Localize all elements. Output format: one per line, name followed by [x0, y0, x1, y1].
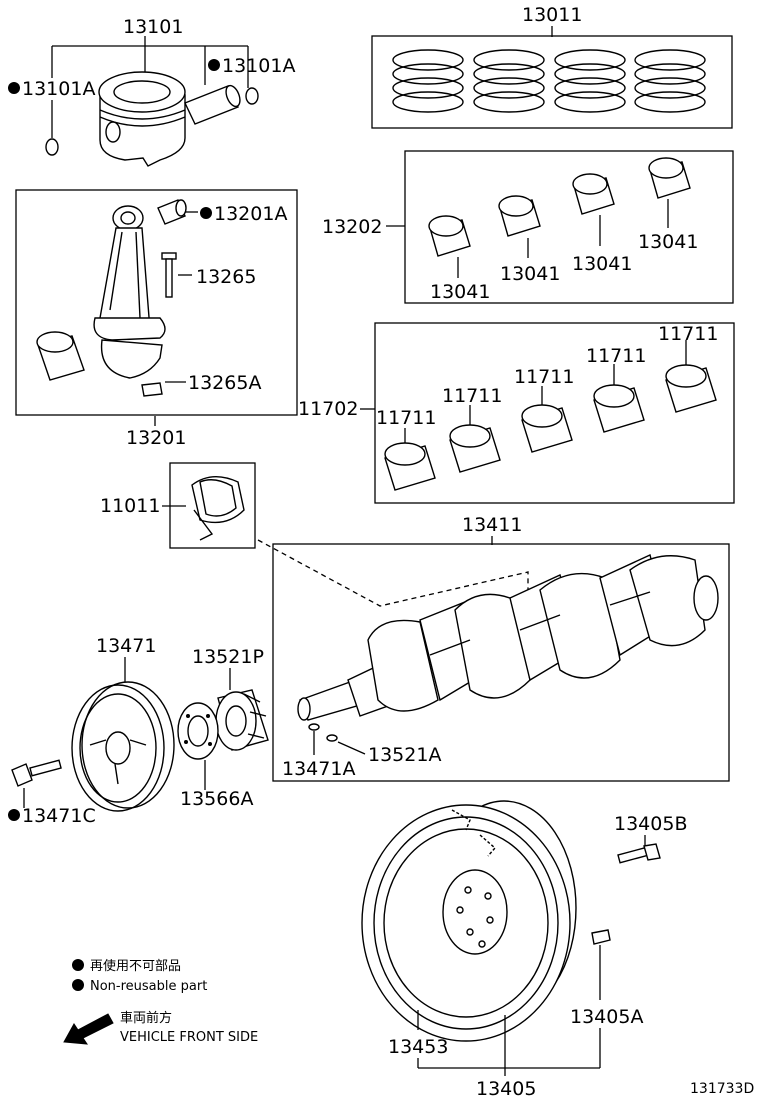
bushing-drawing[interactable]: [157, 199, 187, 225]
part-label-11711-4[interactable]: 11711: [586, 345, 646, 367]
piston-ring-box: [371, 35, 733, 129]
pulley-bolt-drawing[interactable]: [11, 759, 62, 787]
key-13521a-drawing[interactable]: [326, 734, 338, 742]
part-label-13041-4[interactable]: 13041: [638, 231, 698, 253]
crankshaft-drawing[interactable]: [297, 554, 719, 721]
part-label-13405[interactable]: 13405: [476, 1078, 536, 1100]
gear-plate-drawing[interactable]: [177, 702, 219, 760]
legend-nonreusable-jp: 再使用不可部品: [90, 958, 181, 974]
rod-bolt-drawing[interactable]: [161, 252, 177, 298]
part-label-13521a[interactable]: 13521A: [368, 744, 441, 766]
part-label-11711-3[interactable]: 11711: [514, 366, 574, 388]
crankshaft-pulley-drawing[interactable]: [71, 681, 175, 812]
part-label-13101[interactable]: 13101: [123, 16, 183, 38]
connecting-rod-drawing[interactable]: [93, 205, 166, 379]
non-reusable-dot: [208, 59, 220, 71]
part-label-13041-3[interactable]: 13041: [572, 253, 632, 275]
part-label-13521p[interactable]: 13521P: [192, 646, 264, 668]
key-13471a-drawing[interactable]: [308, 723, 320, 731]
part-label-13041-1[interactable]: 13041: [430, 281, 490, 303]
crankshaft-box: [272, 543, 730, 782]
non-reusable-dot: [8, 809, 20, 821]
piston-group: [51, 36, 249, 138]
connecting-rod-box: [15, 189, 298, 416]
rod-bearing-drawing[interactable]: [36, 331, 85, 381]
non-reusable-dot: [200, 207, 212, 219]
part-label-13566a[interactable]: 13566A: [180, 788, 253, 810]
front-arrow-icon: [63, 1013, 114, 1045]
part-label-13453[interactable]: 13453: [388, 1036, 448, 1058]
part-label-13201a[interactable]: 13201A: [214, 203, 287, 225]
flywheel-bolt-drawing[interactable]: [617, 843, 661, 864]
thrust-washer-drawing[interactable]: [191, 476, 245, 541]
part-label-11702[interactable]: 11702: [298, 398, 358, 420]
part-label-11011[interactable]: 11011: [100, 495, 160, 517]
diagram-ref-number: 131733D: [690, 1081, 754, 1097]
non-reusable-dot: [72, 959, 84, 971]
part-label-13471c[interactable]: 13471C: [22, 805, 96, 827]
piston-drawing[interactable]: [98, 71, 186, 167]
part-label-13011[interactable]: 13011: [522, 4, 582, 26]
rod-nut-drawing[interactable]: [141, 382, 163, 397]
part-label-13101a-left[interactable]: 13101A: [22, 78, 95, 100]
snap-ring-left[interactable]: [45, 138, 59, 156]
non-reusable-dot: [8, 82, 20, 94]
part-label-11711-2[interactable]: 11711: [442, 385, 502, 407]
rod-bearing-set-drawing[interactable]: [428, 157, 691, 257]
part-label-13405b[interactable]: 13405B: [614, 813, 687, 835]
part-label-13101a-right[interactable]: 13101A: [222, 55, 295, 77]
snap-ring-right[interactable]: [245, 87, 259, 105]
flywheel-drawing[interactable]: [361, 800, 577, 1042]
non-reusable-dot: [72, 979, 84, 991]
timing-gear-drawing[interactable]: [215, 689, 269, 751]
part-label-13041-2[interactable]: 13041: [500, 263, 560, 285]
part-label-13265[interactable]: 13265: [196, 266, 256, 288]
main-bearing-set-drawing[interactable]: [384, 364, 717, 491]
part-label-13405a[interactable]: 13405A: [570, 1006, 643, 1028]
part-label-11711-5[interactable]: 11711: [658, 323, 718, 345]
part-label-13202[interactable]: 13202: [322, 216, 382, 238]
main-bearing-box: [374, 322, 735, 504]
legend-front-en: VEHICLE FRONT SIDE: [120, 1030, 258, 1045]
legend-nonreusable-en: Non-reusable part: [90, 979, 207, 994]
part-label-11711-1[interactable]: 11711: [376, 407, 436, 429]
rod-bearing-box: [404, 150, 734, 304]
part-label-13471[interactable]: 13471: [96, 635, 156, 657]
flywheel-dowel-drawing[interactable]: [591, 929, 611, 945]
legend-front-jp: 車両前方: [120, 1010, 172, 1026]
part-label-13201[interactable]: 13201: [126, 427, 186, 449]
piston-ring-set-drawing[interactable]: [392, 49, 706, 113]
part-label-13411[interactable]: 13411: [462, 514, 522, 536]
part-label-13471a[interactable]: 13471A: [282, 758, 355, 780]
part-label-13265a[interactable]: 13265A: [188, 372, 261, 394]
piston-pin-drawing[interactable]: [184, 84, 243, 125]
